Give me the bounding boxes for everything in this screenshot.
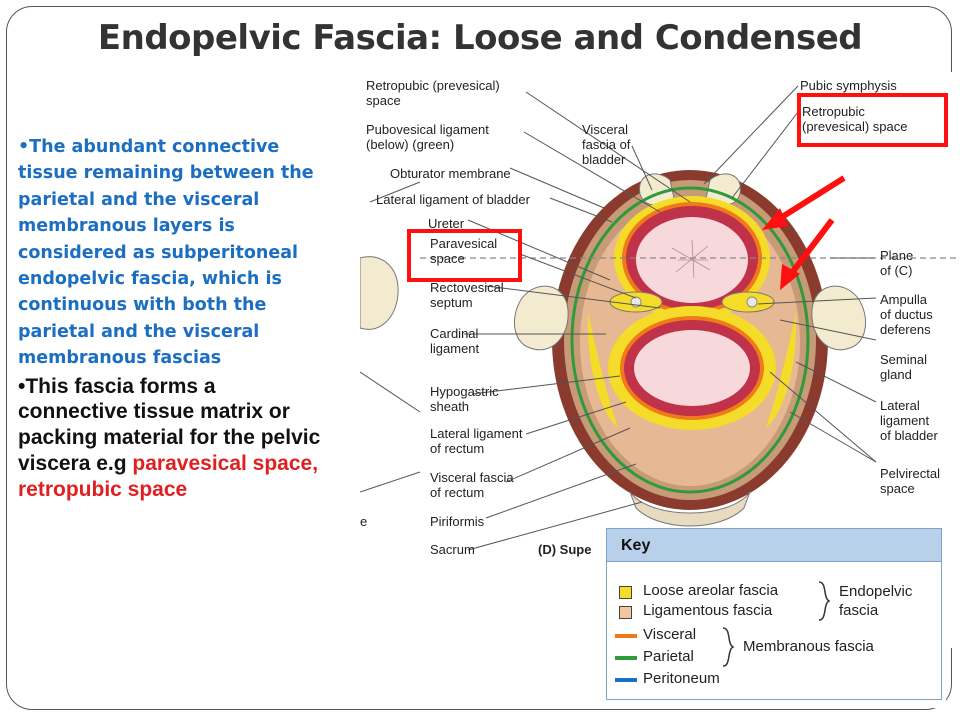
key-title: Key: [621, 537, 651, 554]
key-parietal: Parietal: [643, 648, 694, 665]
label-pubovesical-ligament: Pubovesical ligament(below) (green): [366, 122, 489, 152]
arrow-icon: [780, 218, 835, 290]
text-column: •The abundant connective tissue remainin…: [18, 134, 330, 503]
bullet-red-examples: paravesical space, retropubic space: [18, 452, 319, 501]
pelvis-diagram: Retropubic (prevesical)space Pubovesical…: [359, 72, 960, 648]
swatch-parietal: [615, 656, 637, 660]
key-peritoneum: Peritoneum: [643, 670, 720, 687]
red-arrows: [762, 175, 846, 290]
key-loose-areolar: Loose areolar fascia: [643, 582, 779, 599]
diagram-key: Key Loose areolar fascia Ligamentous fas…: [602, 528, 946, 708]
highlight-box-retropubic: [797, 93, 948, 147]
bullet-main-text: •This fascia forms a connective tissue m…: [18, 374, 321, 476]
key-membranous-fascia: Membranous fascia: [743, 638, 874, 655]
label-retropubic-space-left: Retropubic (prevesical)space: [366, 78, 500, 108]
swatch-loose-areolar: [619, 586, 632, 599]
key-header: Key: [606, 528, 942, 562]
label-pubic-symphysis: Pubic symphysis: [800, 78, 897, 93]
bullet-packing-material: •This fascia forms a connective tissue m…: [18, 374, 330, 503]
label-obturator-membrane: Obturator membrane: [390, 166, 511, 181]
key-visceral: Visceral: [643, 626, 697, 643]
label-edge-letter: e: [360, 514, 368, 529]
brace-icon: [818, 581, 831, 621]
slide-title: Endopelvic Fascia: Loose and Condensed: [97, 18, 863, 58]
swatch-ligamentous: [619, 606, 632, 619]
label-piriformis: Piriformis: [430, 514, 485, 529]
pelvis-illustration: [359, 72, 960, 648]
figure-caption: (D) Supe: [538, 542, 592, 557]
arrow-icon: [762, 175, 846, 230]
label-retropubic-space-right: Retropubic(prevesical) space: [802, 104, 908, 134]
key-body: Loose areolar fascia Ligamentous fascia …: [606, 562, 942, 700]
label-sacrum: Sacrum: [430, 542, 475, 557]
highlight-box-paravesical: [407, 229, 522, 282]
brace-icon: [722, 627, 735, 667]
swatch-peritoneum: [615, 678, 637, 682]
label-ureter: Ureter: [428, 216, 465, 231]
key-ligamentous: Ligamentous fascia: [643, 602, 773, 619]
bullet-connective-tissue: •The abundant connective tissue remainin…: [18, 137, 314, 369]
swatch-visceral: [615, 634, 637, 638]
label-lateral-ligament-bladder-left: Lateral ligament of bladder: [376, 192, 530, 207]
